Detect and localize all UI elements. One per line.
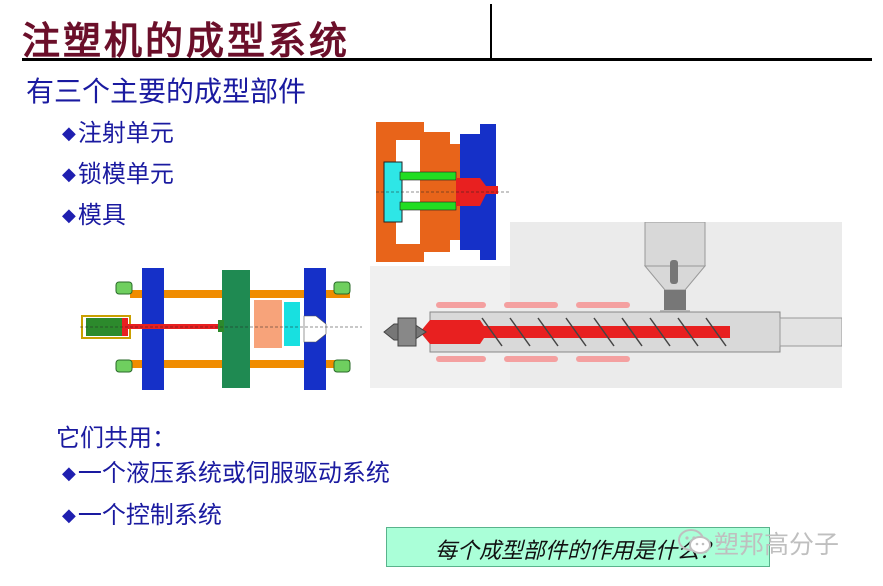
question-box: 每个成型部件的作用是什么？ — [386, 527, 770, 567]
question-text: 每个成型部件的作用是什么？ — [435, 539, 722, 564]
injection-unit-diagram — [370, 222, 842, 388]
diamond-bullet-icon: ◆ — [62, 205, 76, 226]
list-item: ◆一个液压系统或伺服驱动系统 — [62, 458, 390, 500]
diamond-bullet-icon: ◆ — [62, 164, 76, 185]
title-vertical-divider — [490, 4, 492, 60]
component-label: 模具 — [77, 201, 126, 229]
shared-title: 它们共用： — [56, 424, 176, 452]
wechat-icon — [678, 529, 711, 554]
slide-title: 注塑机的成型系统 — [22, 18, 351, 63]
list-item: ◆一个控制系统 — [62, 500, 390, 542]
diamond-bullet-icon: ◆ — [62, 463, 76, 484]
mold-diagram — [376, 122, 510, 262]
diamond-bullet-icon: ◆ — [62, 123, 76, 144]
shared-item-label: 一个控制系统 — [77, 501, 222, 529]
component-label: 注射单元 — [77, 119, 174, 147]
clamping-unit-diagram — [80, 268, 362, 390]
component-list: ◆注射单元 ◆锁模单元 ◆模具 — [62, 118, 174, 241]
watermark-text: 塑邦高分子 — [714, 530, 840, 559]
list-item: ◆锁模单元 — [62, 159, 174, 200]
diamond-bullet-icon: ◆ — [62, 505, 76, 526]
slide-subtitle: 有三个主要的成型部件 — [26, 75, 307, 108]
list-item: ◆模具 — [62, 200, 174, 241]
title-underline — [22, 58, 872, 61]
list-item: ◆注射单元 — [62, 118, 174, 159]
shared-list: ◆一个液压系统或伺服驱动系统 ◆一个控制系统 — [62, 458, 390, 542]
component-label: 锁模单元 — [77, 160, 174, 188]
shared-item-label: 一个液压系统或伺服驱动系统 — [77, 459, 390, 487]
